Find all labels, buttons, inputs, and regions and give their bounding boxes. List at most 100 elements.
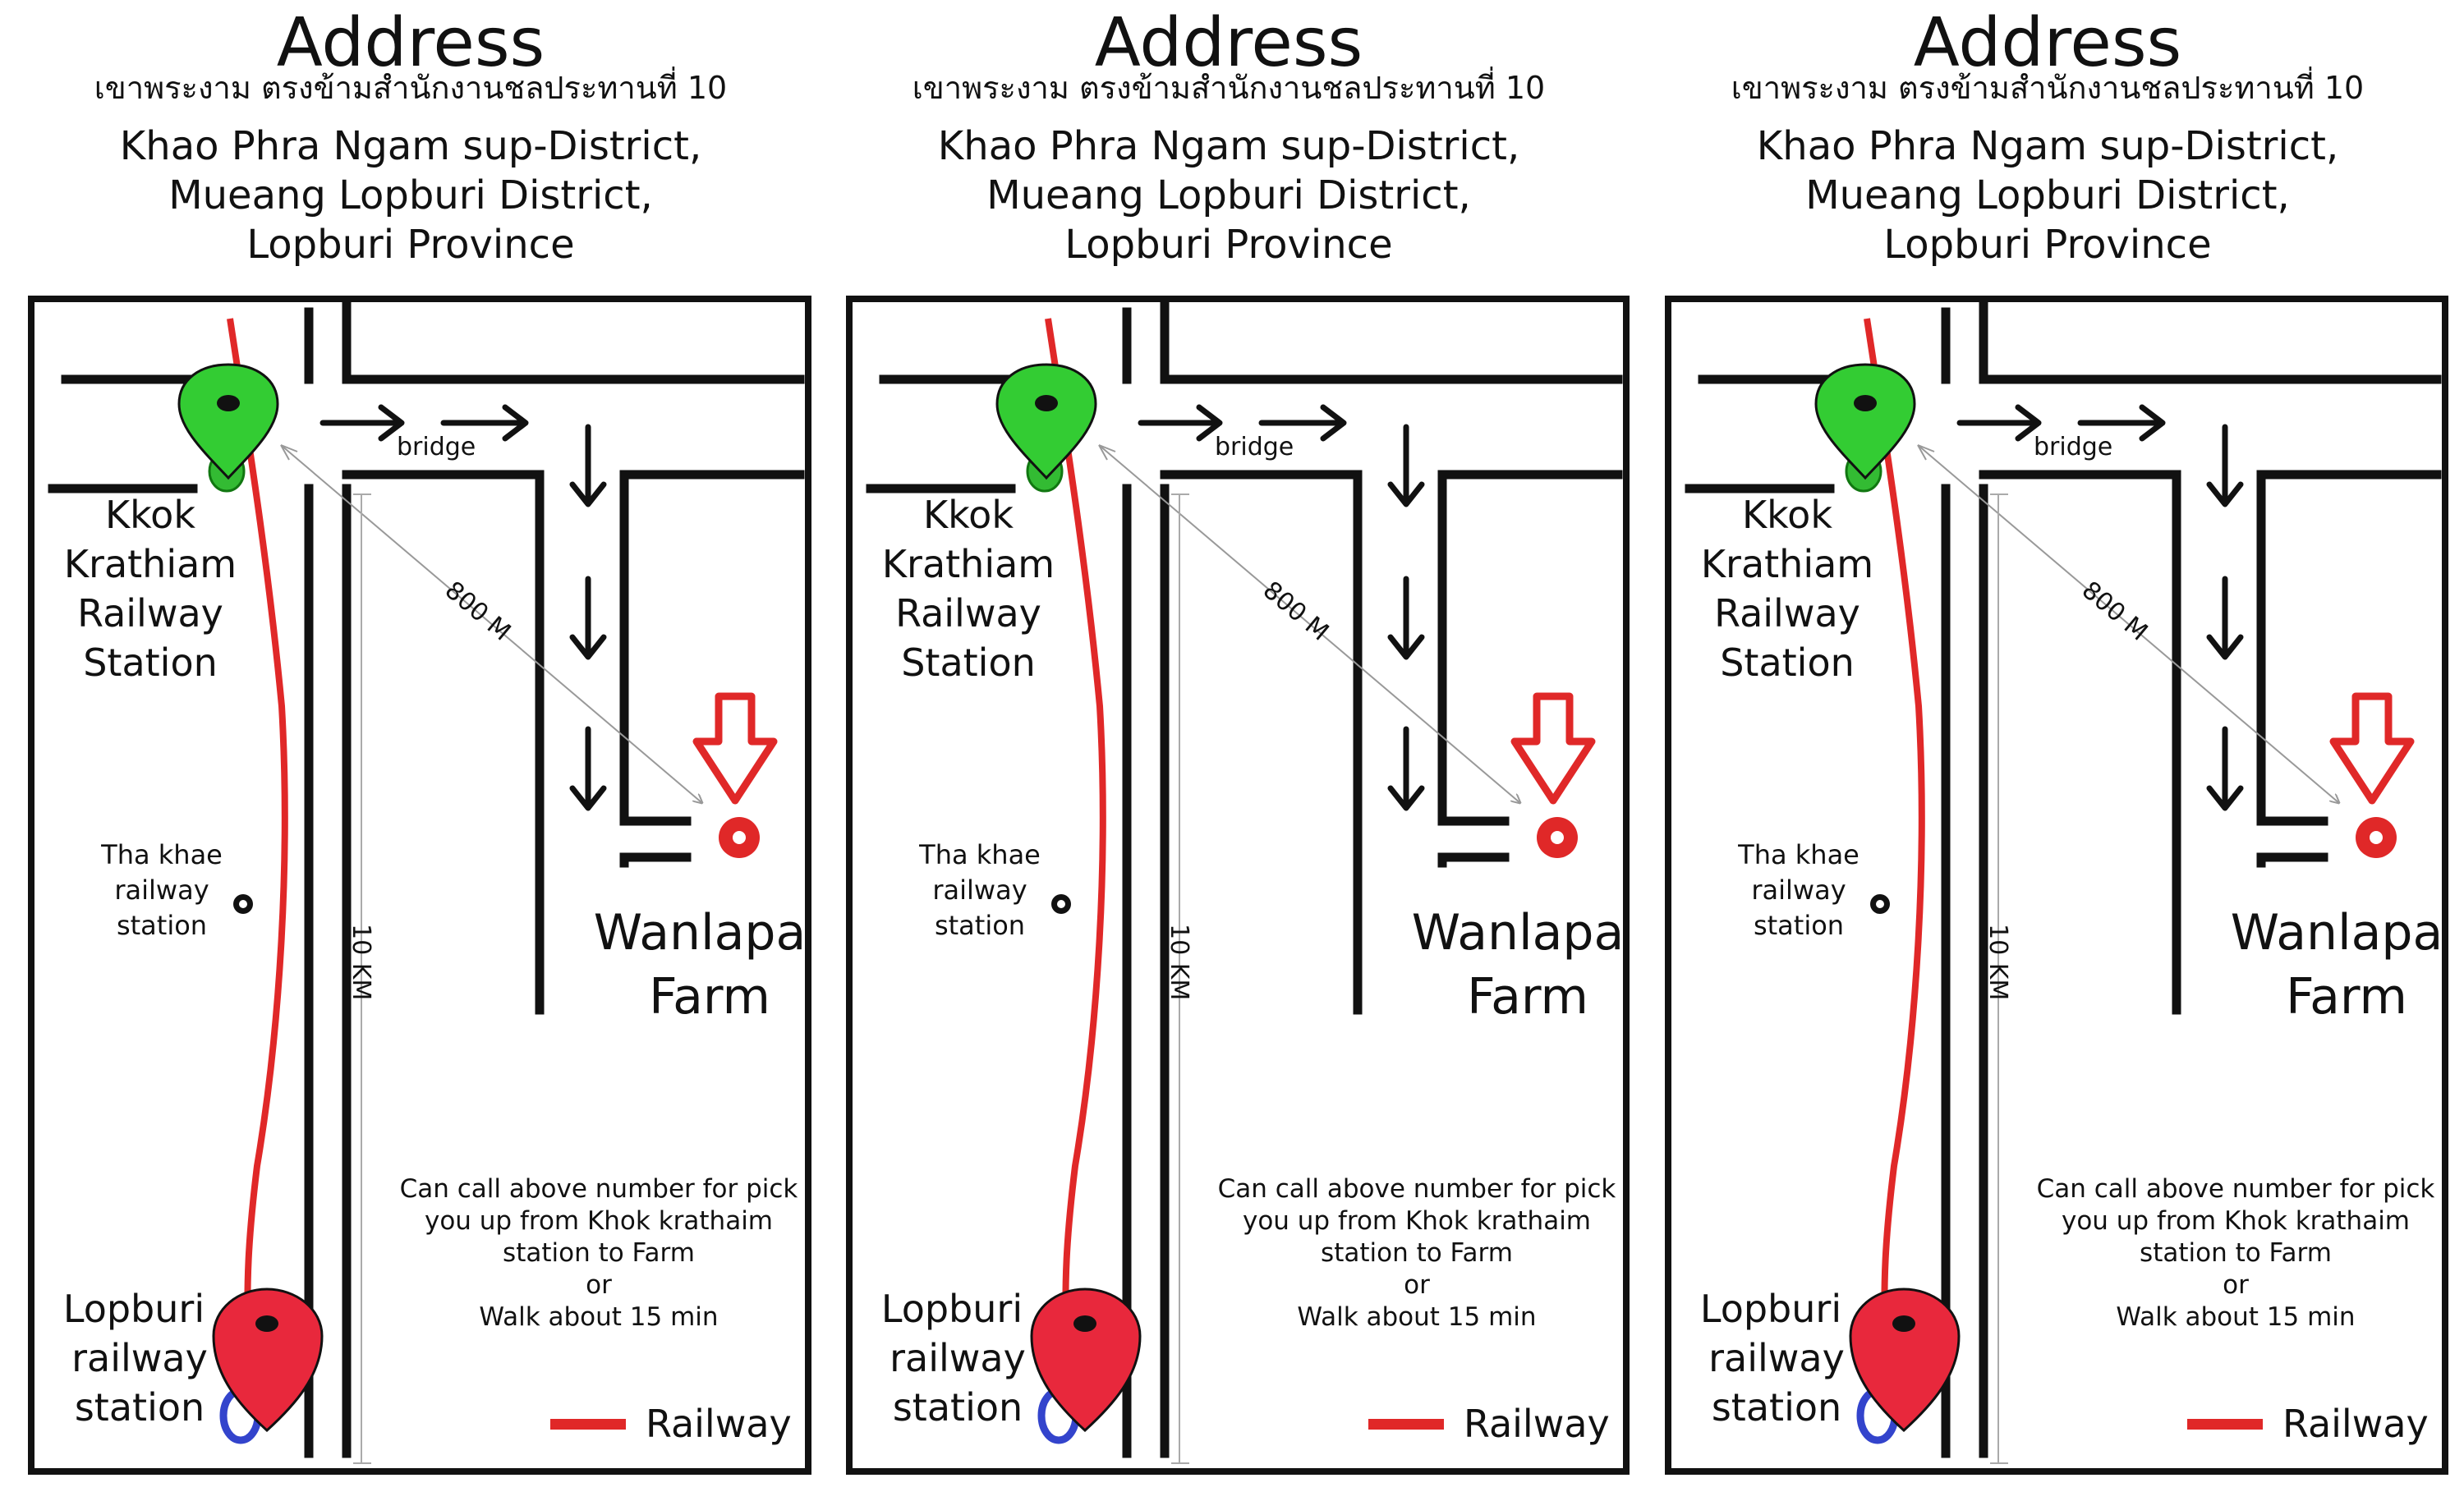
address-block: Khao Phra Ngam sup-District, Mueang Lopb… <box>1637 122 2458 269</box>
tha-khae-line-1: Tha khae <box>918 839 1041 870</box>
roads <box>48 301 805 1458</box>
kkok-line-3: Railway <box>77 591 223 636</box>
green-map-pin-icon <box>995 363 1097 493</box>
arrow-down-1 <box>1387 424 1425 507</box>
distance-line-800m-start <box>280 444 298 461</box>
wanlapa-farm-label: Wanlapa Farm <box>594 904 807 1026</box>
legend-railway-label: Railway <box>646 1402 792 1446</box>
red-outline-down-arrow-icon <box>1510 692 1596 805</box>
arrow-right-1 <box>1138 404 1223 442</box>
map-frame <box>1665 296 2448 1475</box>
address-line-2: Mueang Lopburi District, <box>986 172 1471 218</box>
distance-line-10km <box>353 493 371 1464</box>
direction-arrows <box>319 404 607 811</box>
red-outline-down-arrow-icon <box>2329 692 2415 805</box>
note-line-4: or <box>2223 1270 2249 1300</box>
lopburi-line-3: station <box>1712 1385 1841 1430</box>
black-station-dot-icon <box>233 894 253 914</box>
note-line-1: Can call above number for pick <box>1218 1174 1616 1204</box>
lopburi-label: Lopburi railway station <box>1700 1287 1845 1430</box>
thai-address: เขาพระงาม ตรงข้ามสำนักงานชลประทานที่ 10 <box>1731 70 2365 106</box>
tha-khae-label: Tha khae railway station <box>918 839 1041 941</box>
distance-line-800m <box>280 444 702 803</box>
distance-line-800m <box>1917 444 2339 803</box>
arrow-right-2 <box>2077 404 2166 442</box>
kkok-line-1: Kkok <box>105 493 195 537</box>
arrow-down-2 <box>569 576 607 660</box>
thai-address: เขาพระงาม ตรงข้ามสำนักงานชลประทานที่ 10 <box>912 70 1546 106</box>
note-line-3: station to Farm <box>503 1238 695 1268</box>
map-panel-left: Address เขาพระงาม ตรงข้ามสำนักงานชลประทา… <box>0 0 821 1501</box>
tha-khae-line-1: Tha khae <box>100 839 223 870</box>
note-line-3: station to Farm <box>1321 1238 1513 1268</box>
route-map: 800 M 10 KM bridge <box>1665 296 2448 1475</box>
note-line-5: Walk about 15 min <box>2116 1302 2355 1332</box>
railway-line <box>1045 318 1106 1347</box>
railway-line <box>1864 318 1925 1347</box>
roads <box>866 301 1623 1458</box>
distance-line-10km <box>1171 493 1189 1464</box>
kkok-line-2: Krathiam <box>64 542 237 586</box>
farm-line-2: Farm <box>649 968 770 1026</box>
green-map-pin-icon <box>1814 363 1916 493</box>
tha-khae-line-1: Tha khae <box>1737 839 1859 870</box>
tha-khae-line-2: railway <box>1751 874 1846 906</box>
distance-line-800m-start <box>1917 444 1935 461</box>
distance-line-800m-start <box>1098 444 1116 461</box>
red-map-pin-icon <box>1849 1288 1961 1444</box>
address-block: Khao Phra Ngam sup-District, Mueang Lopb… <box>818 122 1639 269</box>
wanlapa-farm-label: Wanlapa Farm <box>1412 904 1625 1026</box>
address-line-1: Khao Phra Ngam sup-District, <box>1756 123 2339 169</box>
tha-khae-line-2: railway <box>114 874 209 906</box>
note-line-1: Can call above number for pick <box>2037 1174 2435 1204</box>
arrow-right-1 <box>319 404 405 442</box>
legend: Railway <box>1368 1402 1610 1446</box>
note-line-3: station to Farm <box>2140 1238 2332 1268</box>
arrow-down-3 <box>569 726 607 811</box>
tha-khae-line-3: station <box>935 910 1025 941</box>
distance-label-800m: 800 M <box>2076 576 2154 646</box>
red-map-pin-icon <box>1030 1288 1142 1444</box>
distance-label-10km: 10 KM <box>1165 924 1193 1000</box>
distance-label-800m: 800 M <box>1257 576 1335 646</box>
arrow-right-2 <box>440 404 529 442</box>
title-address: Address <box>1913 4 2182 82</box>
kkok-line-3: Railway <box>895 591 1041 636</box>
legend-railway-swatch <box>550 1419 626 1430</box>
kkok-line-3: Railway <box>1714 591 1860 636</box>
red-location-dot-icon <box>719 817 760 858</box>
tha-khae-label: Tha khae railway station <box>1737 839 1859 941</box>
legend-railway-label: Railway <box>1464 1402 1610 1446</box>
address-line-2: Mueang Lopburi District, <box>168 172 653 218</box>
map-frame <box>846 296 1630 1475</box>
lopburi-line-3: station <box>75 1385 205 1430</box>
lopburi-line-2: railway <box>71 1336 208 1380</box>
direction-arrows <box>1956 404 2244 811</box>
lopburi-line-2: railway <box>1708 1336 1845 1380</box>
note-line-5: Walk about 15 min <box>1297 1302 1536 1332</box>
route-map: 800 M 10 KM bridge <box>28 296 811 1475</box>
note-line-5: Walk about 15 min <box>479 1302 718 1332</box>
distance-label-10km: 10 KM <box>347 924 375 1000</box>
black-station-dot-icon <box>1051 894 1071 914</box>
green-map-pin-icon <box>177 363 279 493</box>
legend: Railway <box>550 1402 792 1446</box>
note-line-2: you up from Khok krathaim <box>2062 1206 2410 1236</box>
kkok-line-4: Station <box>901 640 1036 685</box>
kkok-line-4: Station <box>1720 640 1855 685</box>
address-line-2: Mueang Lopburi District, <box>1805 172 2290 218</box>
kkok-line-4: Station <box>83 640 218 685</box>
arrow-down-3 <box>1387 726 1425 811</box>
bridge-label: bridge <box>397 433 476 461</box>
map-frame <box>28 296 811 1475</box>
lopburi-line-3: station <box>893 1385 1023 1430</box>
farm-line-1: Wanlapa <box>1412 904 1625 962</box>
note-line-2: you up from Khok krathaim <box>425 1206 773 1236</box>
legend: Railway <box>2187 1402 2429 1446</box>
map-panel-right: Address เขาพระงาม ตรงข้ามสำนักงานชลประทา… <box>1637 0 2458 1501</box>
route-map: 800 M 10 KM bridge <box>846 296 1630 1475</box>
address-line-1: Khao Phra Ngam sup-District, <box>937 123 1520 169</box>
note-line-2: you up from Khok krathaim <box>1243 1206 1591 1236</box>
arrow-down-1 <box>2206 424 2244 507</box>
thai-address: เขาพระงาม ตรงข้ามสำนักงานชลประทานที่ 10 <box>94 70 728 106</box>
